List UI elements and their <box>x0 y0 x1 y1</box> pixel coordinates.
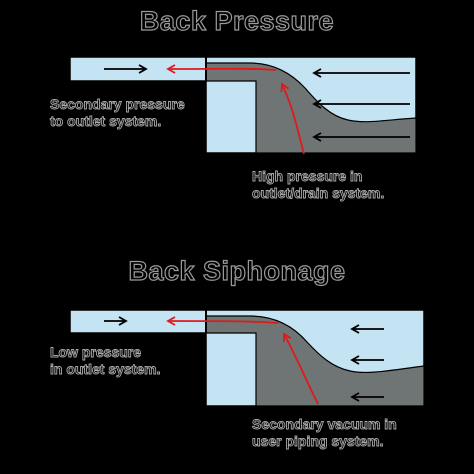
caption-line: High pressure in <box>252 168 363 185</box>
fluid-surface <box>205 62 417 154</box>
caption-line: in outlet system. <box>50 361 161 378</box>
back-siphonage-left-caption: Low pressure in outlet system. <box>50 344 161 378</box>
back-pressure-title: Back Pressure <box>139 5 335 36</box>
backflow-arrow <box>280 82 305 155</box>
caption-line: user piping system. <box>252 433 384 450</box>
backflow-arrow <box>282 332 319 405</box>
back-siphonage-diagram <box>69 309 425 407</box>
backflow-arrow <box>166 316 279 326</box>
back-pressure-diagram <box>69 56 417 155</box>
caption-line: outlet/drain system. <box>252 185 385 202</box>
caption-line: Secondary vacuum in <box>252 416 398 433</box>
caption-line: to outlet system. <box>50 113 162 130</box>
backflow-arrow <box>166 64 277 74</box>
back-pressure-left-caption: Secondary pressure to outlet system. <box>50 96 186 130</box>
caption-line: Secondary pressure <box>50 96 186 113</box>
back-siphonage-title: Back Siphonage <box>128 255 346 286</box>
fluid-surface <box>205 315 425 407</box>
back-siphonage-right-caption: Secondary vacuum in user piping system. <box>252 416 398 450</box>
back-pressure-right-caption: High pressure in outlet/drain system. <box>252 168 385 202</box>
caption-line: Low pressure <box>50 344 142 361</box>
